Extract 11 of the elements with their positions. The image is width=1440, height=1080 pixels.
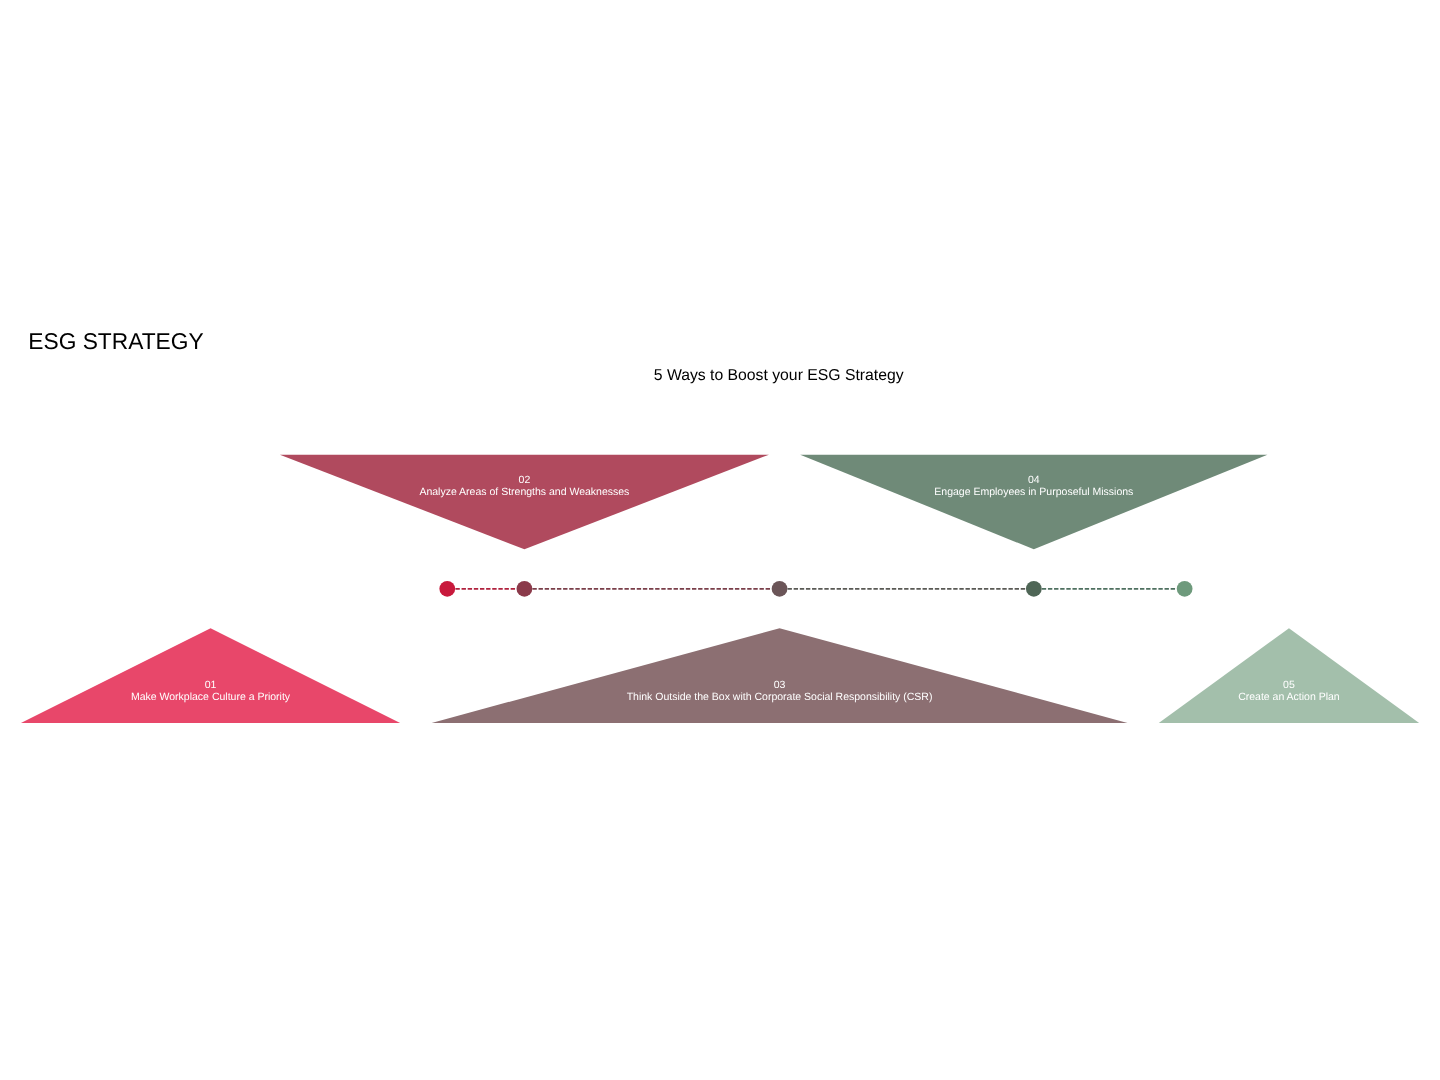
label: 5 Ways to Boost your ESG Strategy [653, 364, 904, 383]
diagram-title: ESG STRATEGY [28, 330, 204, 355]
node-circle [1025, 579, 1042, 596]
connector [1040, 586, 1178, 589]
node-circle [771, 579, 788, 596]
connector [531, 586, 773, 589]
node-circle [516, 579, 533, 596]
connector [786, 586, 1027, 589]
node-circle [1176, 579, 1193, 596]
connector [454, 586, 518, 589]
node-circle [439, 579, 456, 596]
